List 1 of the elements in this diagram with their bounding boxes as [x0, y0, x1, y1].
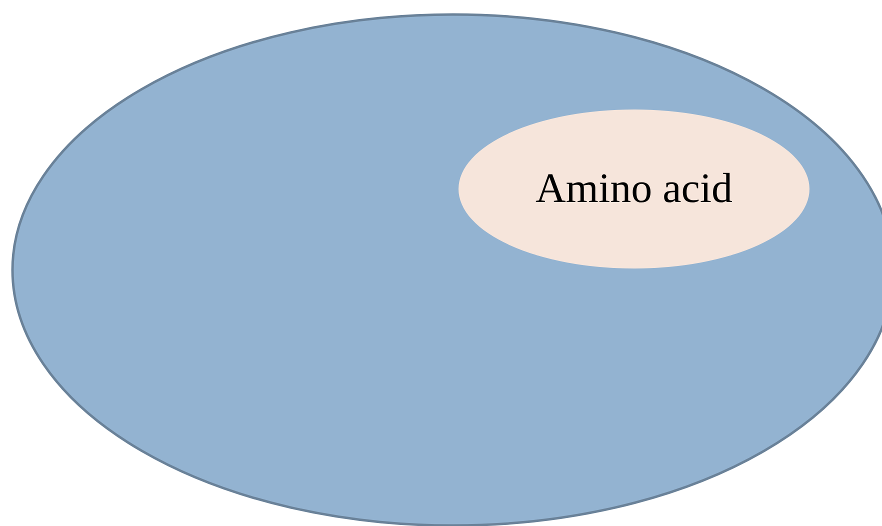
node-label: Amino acid [535, 165, 733, 213]
